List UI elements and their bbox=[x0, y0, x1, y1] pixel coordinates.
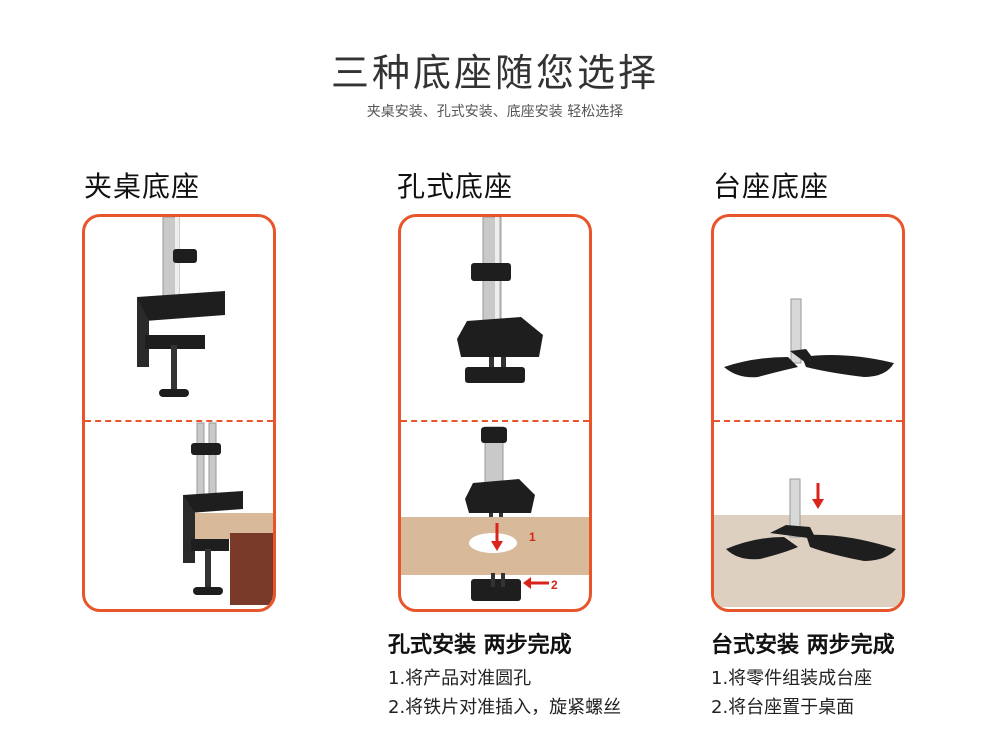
grommet-mount-title: 孔式底座 bbox=[397, 170, 514, 203]
card-divider bbox=[85, 420, 273, 422]
grommet-mount-install-image: 1 2 bbox=[401, 413, 589, 609]
desk-stand-step-1: 1.将零件组装成台座 bbox=[711, 668, 873, 689]
desk-stand-steps-title: 台式安装 两步完成 bbox=[711, 633, 895, 658]
grommet-mount-product-image bbox=[401, 217, 589, 413]
desk-stand-step-2: 2.将台座置于桌面 bbox=[711, 697, 855, 718]
desk-stand-product-image bbox=[714, 217, 902, 413]
clamp-mount-card bbox=[82, 214, 276, 612]
desk-stand-install-image bbox=[714, 413, 902, 609]
clamp-mount-title: 夹桌底座 bbox=[84, 170, 201, 203]
card-divider bbox=[714, 420, 902, 422]
page-subtitle: 夹桌安装、孔式安装、底座安装 轻松选择 bbox=[366, 104, 624, 120]
page-title: 三种底座随您选择 bbox=[330, 51, 659, 95]
card-divider bbox=[401, 420, 589, 422]
clamp-mount-install-image bbox=[85, 413, 273, 609]
callout-2: 2 bbox=[551, 578, 558, 592]
grommet-mount-card: 1 2 bbox=[398, 214, 592, 612]
grommet-steps-title: 孔式安装 两步完成 bbox=[388, 633, 572, 658]
grommet-step-2: 2.将铁片对准插入，旋紧螺丝 bbox=[388, 697, 622, 718]
callout-1: 1 bbox=[529, 530, 536, 544]
desk-stand-title: 台座底座 bbox=[713, 170, 830, 203]
grommet-step-1: 1.将产品对准圆孔 bbox=[388, 668, 532, 689]
clamp-mount-product-image bbox=[85, 217, 273, 413]
desk-stand-card bbox=[711, 214, 905, 612]
